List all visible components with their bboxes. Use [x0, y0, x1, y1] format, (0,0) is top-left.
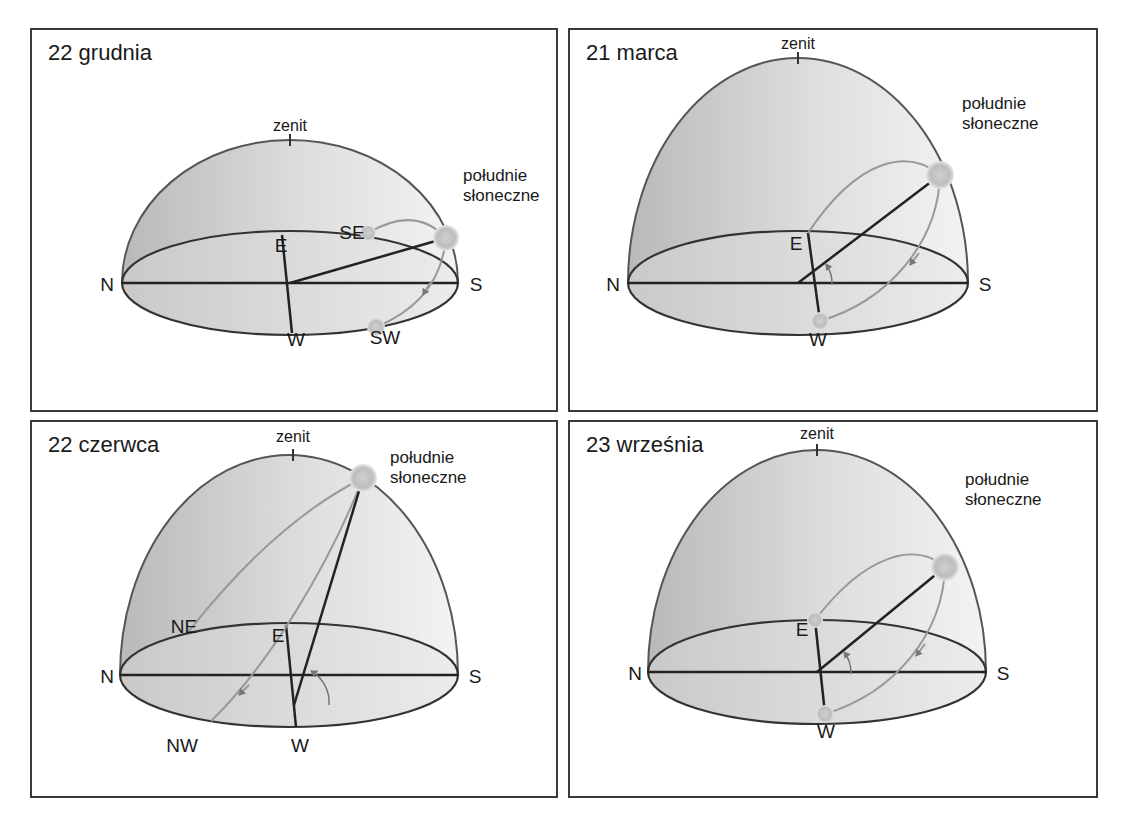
- direction-label: S: [979, 274, 992, 296]
- panel-frame: 21 marca: [568, 28, 1098, 412]
- zenith-label: zenit: [781, 35, 815, 53]
- direction-label: W: [291, 735, 309, 757]
- noon-label: południe słoneczne: [965, 470, 1061, 509]
- zenith-label: zenit: [276, 428, 310, 446]
- direction-label: N: [628, 663, 642, 685]
- direction-label: E: [272, 625, 285, 647]
- direction-label: N: [100, 666, 114, 688]
- hemisphere: [628, 52, 968, 335]
- direction-label: SW: [370, 327, 401, 349]
- direction-label: NE: [171, 616, 197, 638]
- direction-label: E: [275, 235, 288, 257]
- direction-label: S: [997, 663, 1010, 685]
- direction-label: E: [790, 233, 803, 255]
- noon-label: południe słoneczne: [390, 448, 486, 487]
- direction-label: W: [287, 329, 305, 351]
- panel-title: 21 marca: [586, 40, 678, 66]
- direction-label: S: [469, 666, 482, 688]
- hemisphere: [648, 444, 986, 724]
- panel-title: 22 czerwca: [48, 432, 159, 458]
- direction-label: N: [606, 274, 620, 296]
- noon-label: południe słoneczne: [962, 94, 1058, 133]
- direction-label: S: [470, 274, 483, 296]
- zenith-label: zenit: [800, 425, 834, 443]
- panel-title: 22 grudnia: [48, 40, 152, 66]
- hemisphere: [122, 134, 459, 336]
- direction-label: NW: [166, 735, 198, 757]
- panel-frame: 22 grudnia: [30, 28, 558, 412]
- panel-title: 23 września: [586, 432, 703, 458]
- hemisphere: [120, 449, 458, 727]
- noon-label: południe słoneczne: [463, 166, 559, 205]
- direction-label: E: [796, 619, 809, 641]
- direction-label: W: [809, 329, 827, 351]
- direction-label: W: [817, 721, 835, 743]
- zenith-label: zenit: [273, 117, 307, 135]
- direction-label: SE: [339, 222, 364, 244]
- direction-label: N: [100, 274, 114, 296]
